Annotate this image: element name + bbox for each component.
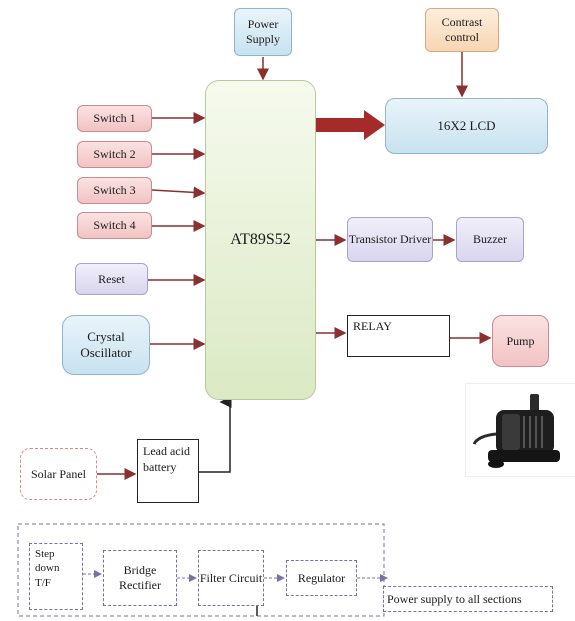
switch-2-label: Switch 2 [93,147,136,161]
power-output-block: Power supply to all sections [383,586,553,612]
switch-1-block: Switch 1 [77,105,152,132]
lead-acid-battery-label: Lead acid battery [143,444,190,475]
bridge-rectifier-label: Bridge Rectifier [119,563,161,592]
bridge-rectifier-block: Bridge Rectifier [103,550,177,606]
mcu-label: AT89S52 [230,231,291,248]
transistor-driver-label: Transistor Driver [348,232,432,246]
contrast-control-label: Contrast control [441,15,483,44]
solar-panel-label: Solar Panel [31,466,86,481]
buzzer-block: Buzzer [456,217,524,262]
wire-battery-to-mcu [199,396,232,473]
power-supply-block: Power Supply [234,8,292,56]
filter-circuit-label: Filter Circuit [199,570,263,585]
pump-image-icon [466,384,575,476]
switch-3-block: Switch 3 [77,177,152,204]
transistor-driver-block: Transistor Driver [347,217,433,262]
switch-4-block: Switch 4 [77,212,152,239]
lcd-label: 16X2 LCD [437,117,496,133]
step-down-transformer-label: Step down T/F [35,548,60,589]
pump-label: Pump [506,333,535,348]
arrow-mcu-to-lcd [316,110,385,140]
reset-block: Reset [75,263,148,295]
arrow-switch3 [151,186,206,199]
switch-2-block: Switch 2 [77,141,152,168]
pump-photo [465,383,575,477]
power-supply-label: Power Supply [245,17,280,46]
switch-3-label: Switch 3 [93,183,136,197]
mcu-block: AT89S52 [205,80,316,400]
relay-block: RELAY [347,315,450,357]
buzzer-label: Buzzer [473,232,507,246]
switch-4-label: Switch 4 [93,218,136,232]
step-down-transformer-block: Step down T/F [29,543,83,610]
lead-acid-battery-block: Lead acid battery [137,439,199,503]
contrast-control-block: Contrast control [425,8,499,52]
pump-block: Pump [492,315,549,367]
crystal-oscillator-block: Crystal Oscillator [62,315,150,375]
filter-circuit-block: Filter Circuit [198,550,264,606]
power-supply-section-frame [17,523,385,617]
lcd-block: 16X2 LCD [385,98,548,154]
regulator-block: Regulator [286,560,357,596]
regulator-label: Regulator [297,570,346,585]
crystal-oscillator-label: Crystal Oscillator [80,328,132,360]
power-output-label: Power supply to all sections [387,591,522,606]
switch-1-label: Switch 1 [93,111,136,125]
reset-label: Reset [98,271,125,286]
solar-panel-block: Solar Panel [20,448,97,500]
relay-label: RELAY [353,319,392,333]
